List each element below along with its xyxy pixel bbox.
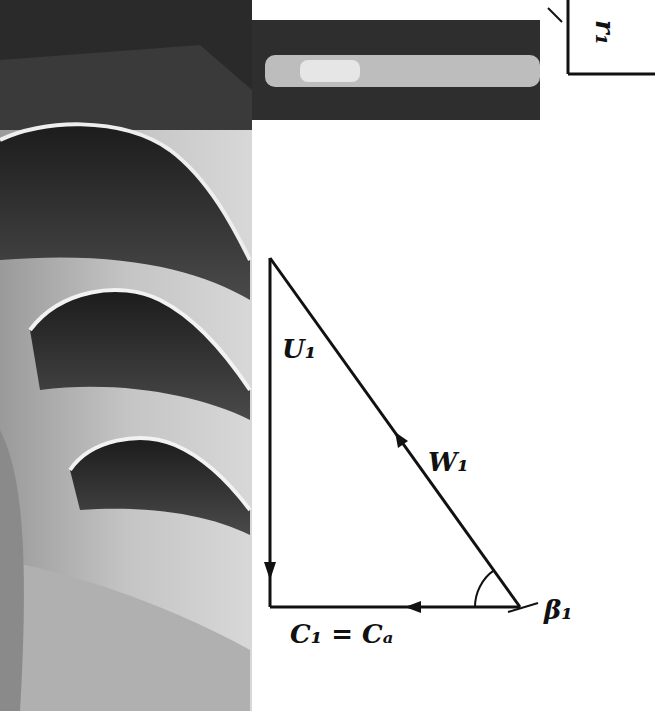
relative-velocity-label: W₁ bbox=[428, 448, 469, 477]
blade-speed-label: U₁ bbox=[282, 335, 316, 364]
blade-angle-label: β₁ bbox=[544, 596, 573, 625]
absolute-velocity-label: C₁ = Cₐ bbox=[290, 620, 393, 649]
radius-label: r₁ bbox=[590, 20, 619, 45]
